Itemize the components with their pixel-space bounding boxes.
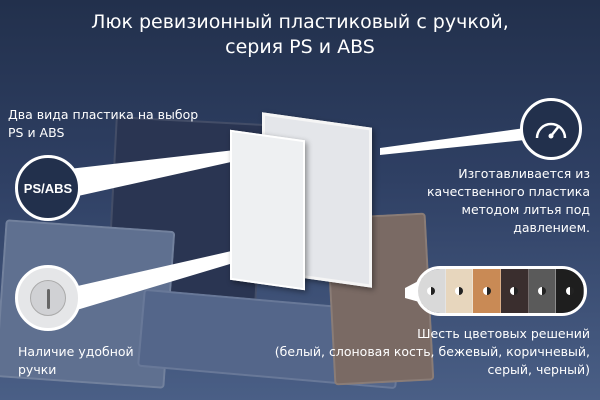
feature-text-line: качественного пластика <box>427 184 590 199</box>
handle-feature-text: Наличие удобной ручки <box>18 343 134 379</box>
feature-text-line: давлением. <box>513 220 590 235</box>
handle-icon <box>30 280 66 316</box>
gauge-icon <box>535 122 567 139</box>
badge-label: PS/ABS <box>23 180 73 196</box>
product-hatch-door <box>230 129 305 291</box>
plastic-feature-text: Два вида пластика на выбор PS и ABS <box>8 106 198 142</box>
color-swatch <box>501 269 529 313</box>
feature-text-line: методом литья под <box>461 202 590 217</box>
color-swatch <box>445 269 474 313</box>
color-swatches <box>415 266 587 316</box>
handle-icon <box>482 287 491 295</box>
manufacturing-feature-text: Изготавливается из качественного пластик… <box>427 165 590 237</box>
feature-text-line: PS и ABS <box>8 125 65 140</box>
handle-icon <box>455 287 463 295</box>
gauge-badge <box>520 98 582 160</box>
ps-abs-badge: PS/ABS <box>15 155 81 221</box>
colors-feature-text: Шесть цветовых решений (белый, слоновая … <box>275 325 590 379</box>
handle-icon <box>538 287 547 295</box>
feature-text-line: Наличие удобной <box>18 344 134 359</box>
feature-text-line: Изготавливается из <box>458 166 590 181</box>
handle-icon <box>510 287 519 295</box>
title-line: Люк ревизионный пластиковый с ручкой, <box>91 11 509 33</box>
feature-text-line: Шесть цветовых решений <box>417 326 590 341</box>
color-swatch <box>528 269 557 313</box>
color-swatch <box>556 269 584 313</box>
handle-icon <box>565 287 574 295</box>
page-title: Люк ревизионный пластиковый с ручкой, се… <box>0 10 600 60</box>
color-swatch <box>473 269 502 313</box>
title-line: серия PS и ABS <box>225 36 375 58</box>
handle-icon <box>427 287 436 295</box>
feature-text-line: серый, черный) <box>487 362 591 377</box>
feature-text-line: Два вида пластика на выбор <box>8 107 199 122</box>
handle-badge <box>15 265 81 331</box>
color-swatch <box>418 269 446 313</box>
feature-text-line: ручки <box>18 362 57 377</box>
feature-text-line: (белый, слоновая кость, бежевый, коричне… <box>274 344 590 359</box>
